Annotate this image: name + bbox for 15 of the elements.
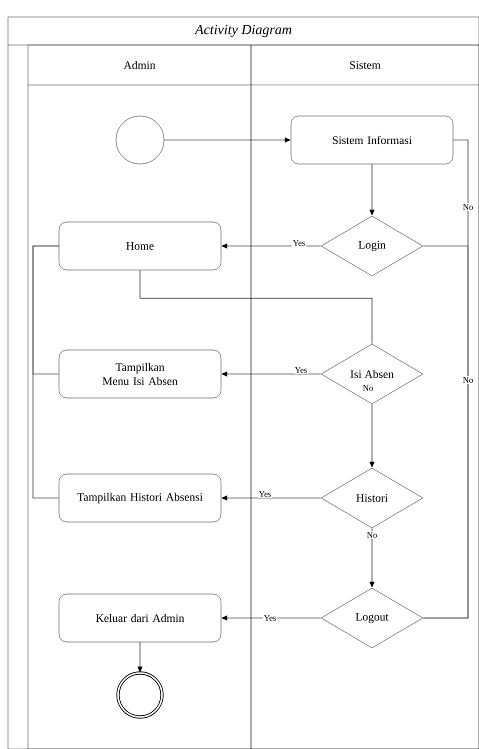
edge-label: Yes [262, 614, 278, 622]
edge-label: Yes [292, 239, 306, 247]
start-node [116, 116, 164, 164]
edge-label: No [462, 376, 474, 384]
edge-label: Yes [294, 366, 308, 374]
activity-box: Sistem Informasi [290, 116, 454, 164]
edge-label: Yes [258, 490, 272, 498]
edge-label: No [462, 203, 474, 211]
activity-box: Tampilkan Histori Absensi [58, 474, 222, 522]
edge-label: No [362, 384, 374, 392]
end-node [116, 671, 164, 719]
edge-label: No [366, 531, 378, 539]
activity-box: Home [58, 222, 222, 270]
activity-box: Tampilkan Menu Isi Absen [58, 350, 222, 398]
activity-box: Keluar dari Admin [58, 594, 222, 642]
